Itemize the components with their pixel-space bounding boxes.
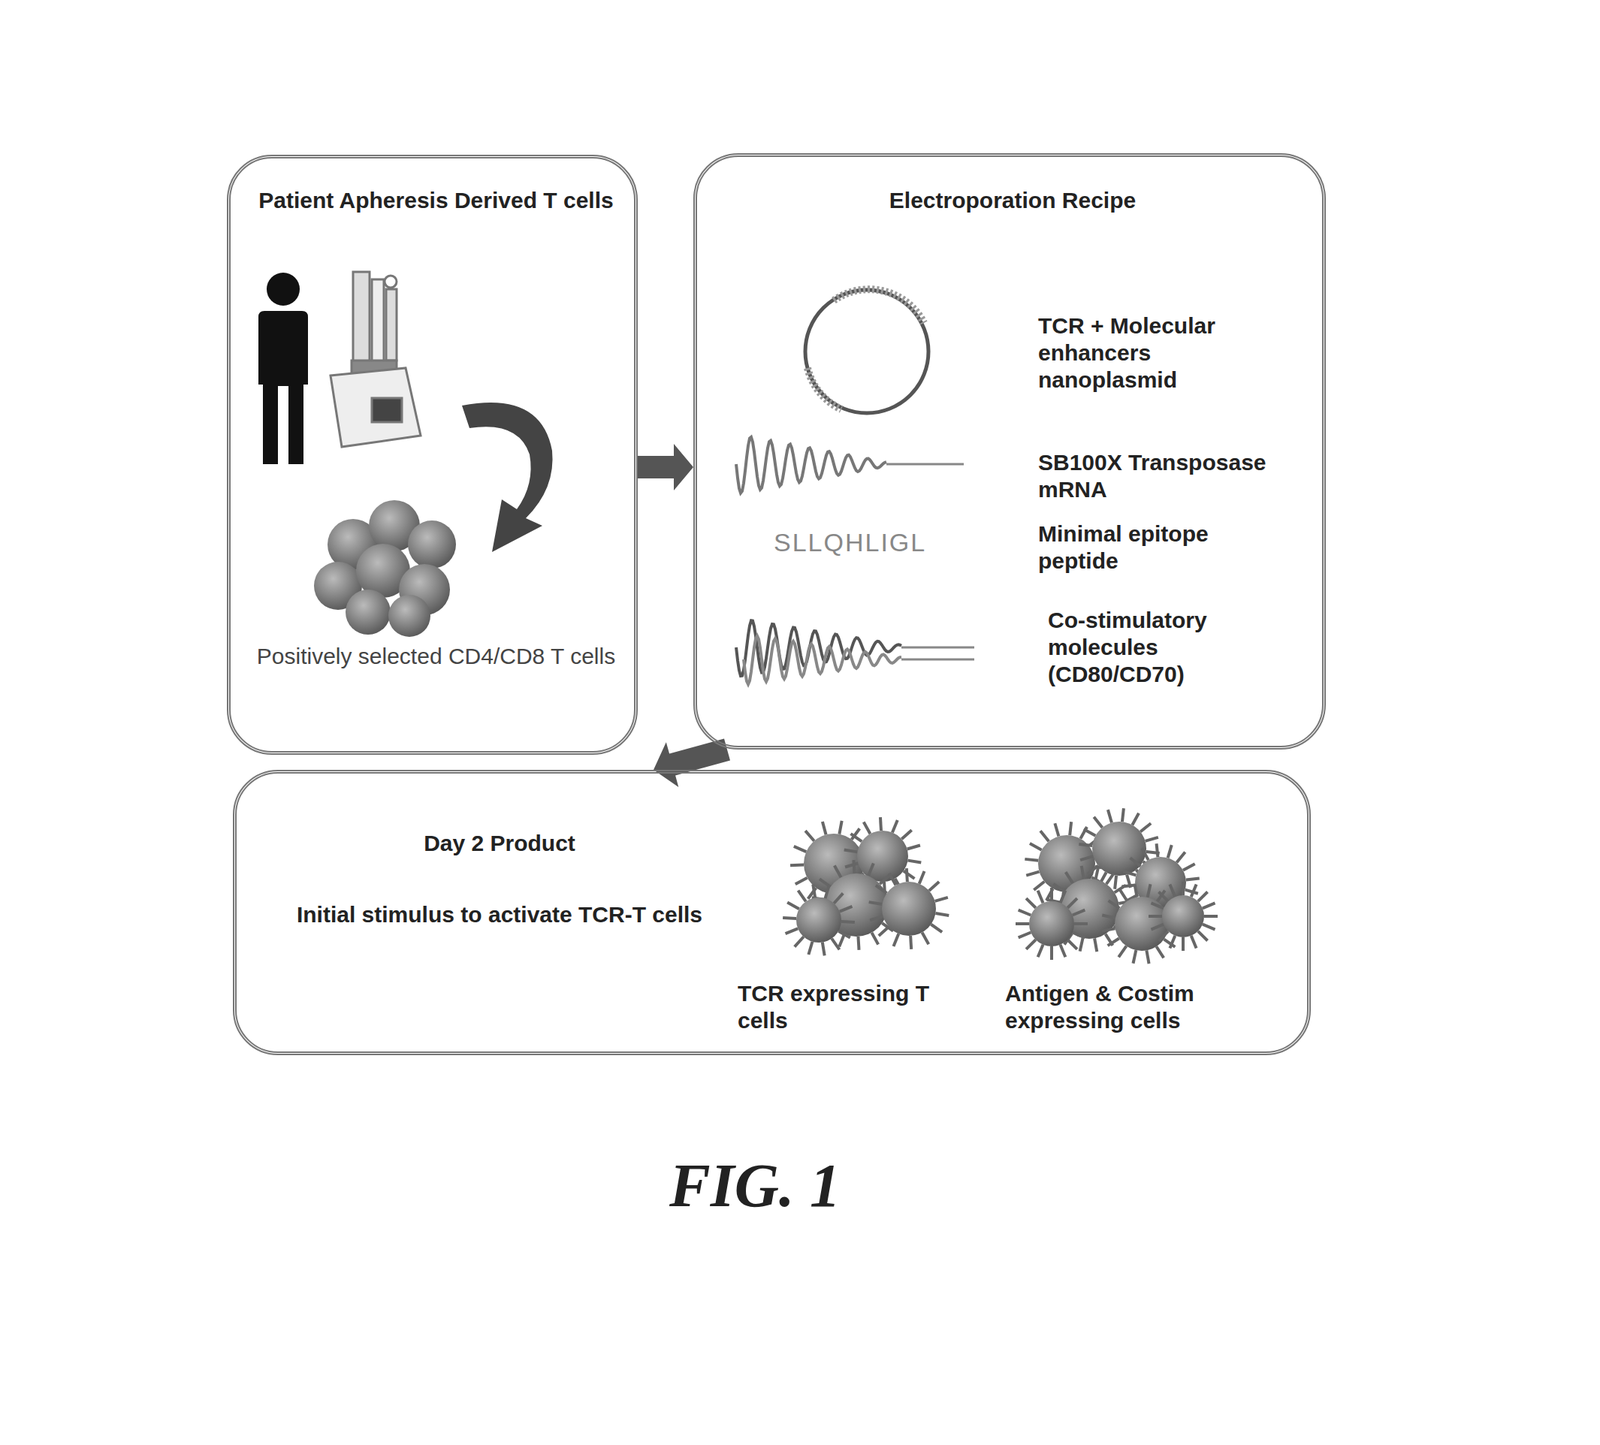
box-heading: Patient Apheresis Derived T cells bbox=[253, 187, 619, 215]
curved-arrow bbox=[461, 402, 553, 553]
component-label: Minimal epitope peptide bbox=[1038, 520, 1287, 575]
cell-label: Antigen & Costim expressing cells bbox=[1005, 980, 1261, 1035]
apheresis-machine bbox=[330, 271, 421, 447]
t-cell-clusters bbox=[782, 808, 1218, 964]
poly-a-tail bbox=[901, 658, 975, 662]
cell-label: TCR expressing T cells bbox=[737, 980, 979, 1035]
nanoplasmid bbox=[805, 289, 929, 414]
component-label: TCR + Molecular enhancers nanoplasmid bbox=[1038, 312, 1287, 394]
box-heading: Electroporation Recipe bbox=[787, 187, 1238, 215]
box-body: Initial stimulus to activate TCR-T cells bbox=[266, 901, 733, 929]
person-silhouette bbox=[258, 272, 308, 465]
mrna-strand bbox=[743, 636, 902, 685]
figure-caption: FIG. 1 bbox=[529, 1149, 981, 1223]
cell-cluster bbox=[313, 500, 456, 637]
peptide-sequence: SLLQHLIGL bbox=[773, 527, 947, 559]
thick-arrow bbox=[637, 443, 694, 491]
poly-a-tail bbox=[886, 463, 964, 466]
box-heading: Day 2 Product bbox=[266, 830, 733, 858]
poly-a-tail bbox=[901, 646, 975, 650]
thick-arrow bbox=[653, 739, 731, 788]
cell-caption: Positively selected CD4/CD8 T cells bbox=[253, 643, 619, 671]
component-label: Co-stimulatory molecules (CD80/CD70) bbox=[1047, 606, 1296, 689]
mrna-strand bbox=[736, 437, 887, 494]
component-label: SB100X Transposase mRNA bbox=[1038, 449, 1294, 504]
rounded-box: Patient Apheresis Derived T cellsPositiv… bbox=[226, 154, 638, 755]
